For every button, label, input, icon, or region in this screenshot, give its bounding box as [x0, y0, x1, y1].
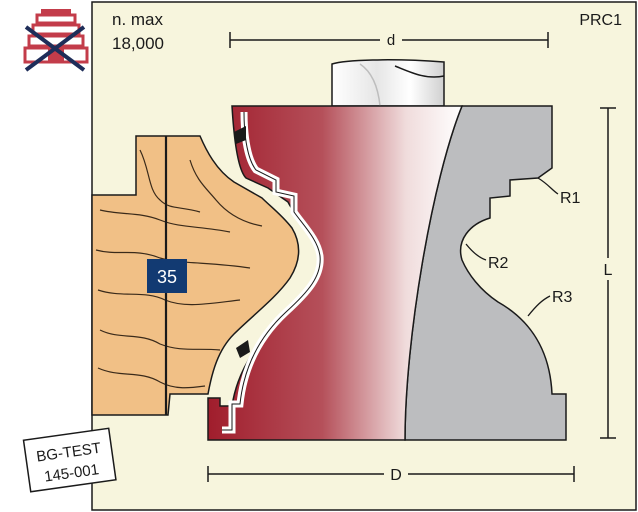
body-diameter-dimension — [207, 466, 575, 482]
cutting-diameter-label: d — [387, 32, 395, 49]
wood-workpiece — [91, 135, 300, 416]
thickness-value: 35 — [157, 267, 177, 287]
radius-label-3: R3 — [552, 289, 573, 306]
cutting-diameter-dimension — [229, 32, 549, 48]
test-badge: BG-TEST 145-001 — [22, 427, 117, 493]
radius-label-2: R2 — [488, 255, 509, 272]
speed-value: 18,000 — [112, 34, 164, 53]
length-label: L — [604, 262, 613, 279]
shank — [331, 59, 445, 107]
speed-label: n. max — [112, 10, 164, 29]
no-handfeed-icon — [23, 9, 89, 72]
radius-label-1: R1 — [560, 190, 581, 207]
cutter-body — [207, 105, 567, 441]
length-dimension — [600, 107, 616, 439]
model-code: PRC1 — [579, 12, 622, 29]
thickness-badge — [147, 259, 187, 293]
body-diameter-label: D — [390, 467, 402, 484]
radius-leaders — [465, 177, 559, 317]
